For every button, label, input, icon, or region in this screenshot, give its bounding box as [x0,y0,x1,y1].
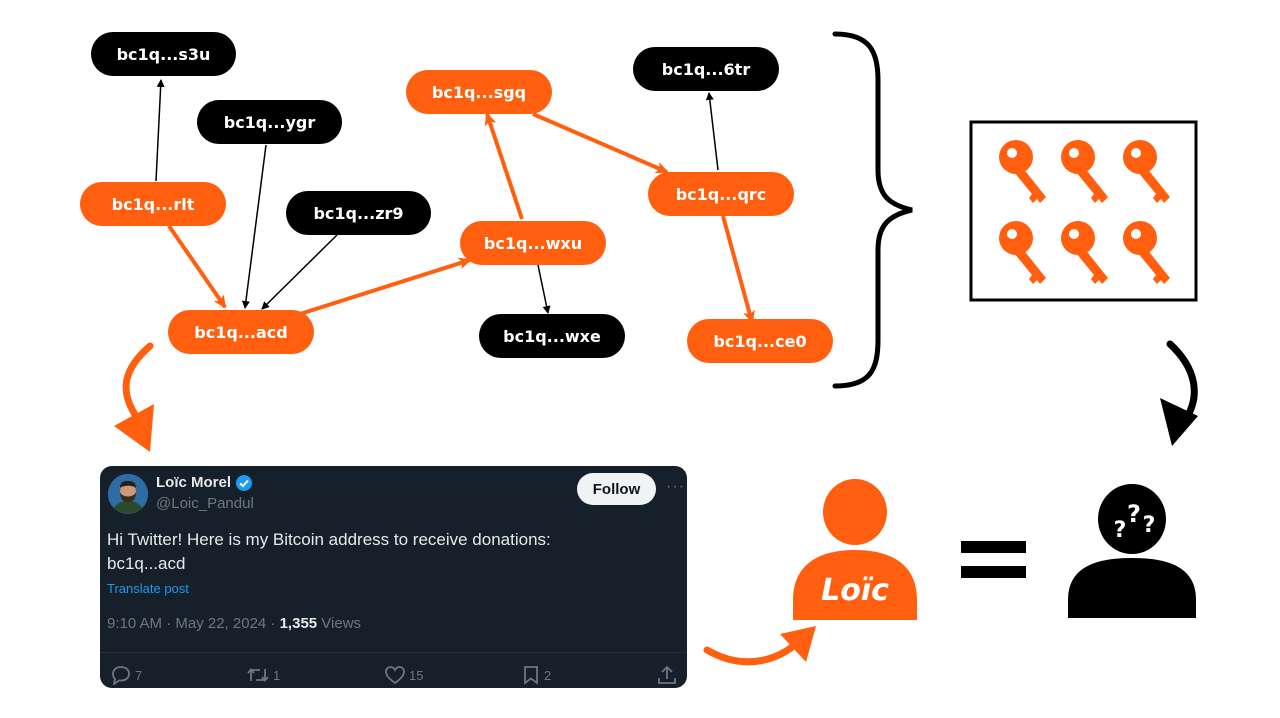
address-node-6tr: bc1q...6tr [633,47,779,91]
bookmark-count: 2 [544,667,552,683]
edge-sgq-qrc [532,112,669,174]
tweet-meta: 9:10 AM · May 22, 2024 · 1,355 Views [107,615,361,632]
svg-text:?: ? [1114,518,1127,543]
edge-zr9-acd [261,234,338,310]
address-node-ce0: bc1q...ce0 [687,319,833,363]
tweet-card: Loïc Morel @Loic_Pandul Follow ··· Hi Tw… [100,466,687,688]
repost-count: 1 [273,667,281,683]
address-node-acd: bc1q...acd [168,310,314,354]
address-node-rlt: bc1q...rlt [80,182,226,226]
repost-icon [247,668,269,682]
address-node-wxe: bc1q...wxe [479,314,625,358]
bookmark-button[interactable]: 2 [521,664,551,686]
address-node-ygr: bc1q...ygr [197,100,342,144]
tweet-text-line2: bc1q...acd [107,554,186,573]
person-label: Loïc [821,573,889,608]
more-options-icon[interactable]: ··· [666,478,685,495]
svg-text:?: ? [1127,500,1141,528]
address-node-qrc: bc1q...qrc [648,172,794,216]
equals-icon [961,541,1026,578]
like-button[interactable]: 15 [384,664,423,686]
tweet-divider [100,652,687,653]
svg-text:?: ? [1143,513,1156,538]
share-icon [658,665,676,684]
reply-icon [112,666,130,685]
verified-badge-icon [236,475,252,491]
arrow-tweet-to-person [703,636,804,666]
address-node-s3u: bc1q...s3u [91,32,236,76]
repost-button[interactable]: 1 [246,664,280,686]
edge-qrc-ce0 [721,215,755,324]
reply-count: 7 [135,667,143,683]
tweet-text-line1: Hi Twitter! Here is my Bitcoin address t… [107,530,551,549]
bookmark-icon [524,666,538,685]
edge-rlt-s3u [155,79,165,182]
follow-button[interactable]: Follow [577,473,656,505]
views-label: Views [317,615,362,632]
tweet-author-handle[interactable]: @Loic_Pandul [156,495,254,512]
edge-rlt-acd [167,224,227,309]
edge-ygr-acd [241,144,267,309]
like-count: 15 [409,667,424,683]
edge-wxu-sgq [484,112,524,220]
views-count: 1,355 [279,615,318,632]
arrow-acd-to-tweet [122,342,154,426]
unknown-person-icon: ? ? ? [1068,484,1196,618]
person-icon [793,479,917,620]
edge-wxu-wxe [537,264,551,314]
like-icon [385,666,405,685]
avatar[interactable] [108,474,148,514]
translate-post-link[interactable]: Translate post [107,581,189,596]
address-node-sgq: bc1q...sgq [406,70,552,114]
edge-acd-wxu [299,257,472,316]
edge-qrc-6tr [705,92,719,171]
reply-button[interactable]: 7 [110,664,142,686]
tweet-author-name[interactable]: Loïc Morel [156,474,232,491]
address-node-zr9: bc1q...zr9 [286,191,431,235]
share-button[interactable] [656,664,681,686]
tweet-timestamp[interactable]: 9:10 AM · May 22, 2024 · [107,615,280,632]
address-node-wxu: bc1q...wxu [460,221,606,265]
curly-brace-icon [832,31,913,389]
